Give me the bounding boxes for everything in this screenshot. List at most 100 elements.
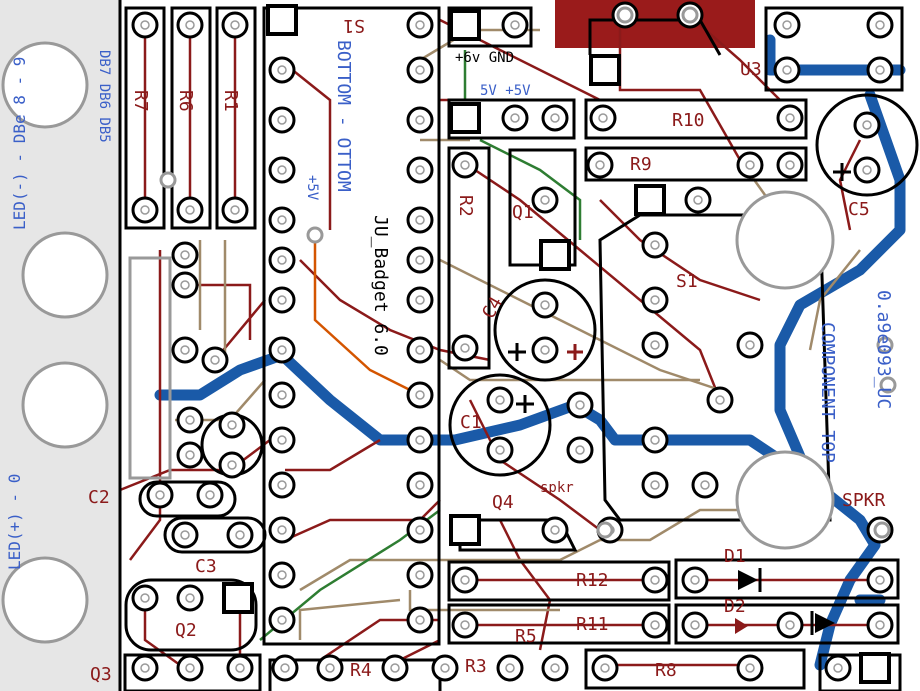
- pad-drill: [693, 195, 703, 205]
- c5-outline: [815, 93, 919, 197]
- label-version: 0.a9e093_UC: [873, 290, 894, 409]
- label-led-neg: LED(-) - DBe 8 - 9: [10, 57, 29, 230]
- label-r9: R9: [630, 154, 652, 175]
- pad-square: [589, 54, 621, 86]
- pad-drill: [875, 65, 885, 75]
- pad-drill: [180, 345, 190, 355]
- mount-hole-1: [1, 41, 89, 129]
- pad-drill: [540, 300, 550, 310]
- pad-drill: [745, 340, 755, 350]
- pad-square: [634, 184, 666, 216]
- pad-drill: [155, 490, 165, 500]
- label-r12: R12: [576, 570, 609, 591]
- pad-drill: [140, 205, 150, 215]
- label-q3: Q3: [90, 664, 112, 685]
- label-c3: C3: [195, 556, 217, 577]
- pad-drill: [650, 240, 660, 250]
- label-r7: R7: [130, 90, 151, 112]
- pad-drill: [180, 280, 190, 290]
- pad-drill: [185, 415, 195, 425]
- pad-drill: [415, 295, 425, 305]
- pad-drill: [550, 113, 560, 123]
- pad-drill: [140, 663, 150, 673]
- via: [616, 6, 634, 24]
- via: [159, 171, 177, 189]
- pad-drill: [510, 113, 520, 123]
- pad-square: [449, 9, 481, 41]
- via: [596, 521, 614, 539]
- pad-drill: [700, 480, 710, 490]
- via: [873, 521, 891, 539]
- pad-drill: [277, 480, 287, 490]
- label-s1: S1: [343, 15, 365, 36]
- via: [306, 226, 324, 244]
- pad-drill: [650, 340, 660, 350]
- pad-drill: [227, 460, 237, 470]
- red-traces: [119, 18, 880, 667]
- pad-drill: [277, 65, 287, 75]
- pad-drill: [600, 663, 610, 673]
- pad-drill: [415, 345, 425, 355]
- polarity-marks-red: [567, 344, 583, 360]
- pad-drill: [415, 215, 425, 225]
- pad-drill: [277, 615, 287, 625]
- label-d2: D2: [724, 596, 746, 617]
- pads: [131, 1, 897, 684]
- label-c1: C1: [460, 412, 482, 433]
- via: [876, 336, 894, 354]
- pad-drill: [185, 663, 195, 673]
- label-c4: C4: [478, 293, 507, 322]
- label-r10: R10: [672, 110, 705, 131]
- pad-drill: [540, 195, 550, 205]
- pad-drill: [460, 160, 470, 170]
- pad-drill: [540, 345, 550, 355]
- label-component-top: COMPONENT TOP: [817, 322, 838, 463]
- label-r11: R11: [576, 614, 609, 635]
- pad-drill: [415, 615, 425, 625]
- pad-drill: [833, 663, 843, 673]
- pad-drill: [277, 570, 287, 580]
- pad-drill: [875, 620, 885, 630]
- pad-drill: [875, 20, 885, 30]
- diode-d1: [738, 568, 762, 592]
- label-spkr-small: spkr: [540, 480, 574, 496]
- label-header-pwr: +6v GND: [455, 50, 514, 66]
- mount-hole-3: [21, 361, 109, 449]
- label-r4: R4: [350, 660, 372, 681]
- pad-drill: [862, 165, 872, 175]
- label-q1: Q1: [512, 202, 534, 223]
- pad-drill: [650, 435, 660, 445]
- via: [681, 6, 699, 24]
- spkr-body-1: [735, 190, 835, 290]
- pad-drill: [390, 663, 400, 673]
- pad-drill: [785, 620, 795, 630]
- pad-drill: [227, 420, 237, 430]
- pad-drill: [277, 115, 287, 125]
- spkr-body-2: [735, 450, 835, 550]
- pad-drill: [862, 120, 872, 130]
- label-r1: R1: [220, 90, 241, 112]
- pad-drill: [325, 663, 335, 673]
- label-r5: R5: [515, 626, 537, 647]
- label-ju-badget: JU_Badget 6.0: [370, 215, 391, 356]
- pad-drill: [180, 530, 190, 540]
- pad-drill: [875, 575, 885, 585]
- label-r6: R6: [175, 90, 196, 112]
- pad-drill: [277, 435, 287, 445]
- pad-drill: [277, 215, 287, 225]
- pad-drill: [140, 20, 150, 30]
- pad-drill: [230, 20, 240, 30]
- pad-drill: [745, 663, 755, 673]
- pad-drill: [690, 620, 700, 630]
- label-u3: U3: [740, 59, 762, 80]
- pad-square: [859, 652, 891, 684]
- pad-drill: [495, 395, 505, 405]
- pad-drill: [415, 390, 425, 400]
- pad-drill: [460, 343, 470, 353]
- pad-drill: [235, 663, 245, 673]
- pad-drill: [140, 593, 150, 603]
- label-r8: R8: [655, 660, 677, 681]
- pad-drill: [185, 593, 195, 603]
- pad-drill: [575, 400, 585, 410]
